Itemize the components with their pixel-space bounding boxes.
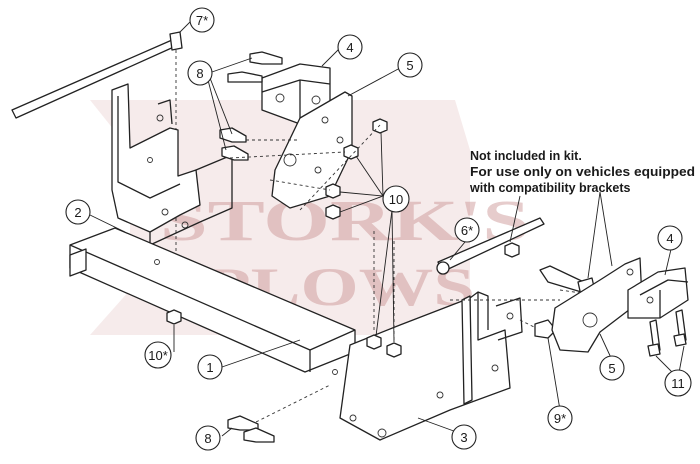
callout-11: 11	[664, 369, 692, 397]
callout-2-label: 2	[74, 205, 81, 220]
note-line-1: Not included in kit.	[470, 149, 582, 163]
callout-5-top-label: 5	[406, 58, 413, 73]
part-3-right-bracket	[339, 291, 523, 441]
callout-2: 2	[65, 199, 91, 225]
callout-5-top: 5	[397, 52, 423, 78]
callout-1: 1	[197, 354, 223, 380]
part-11-bolts	[647, 309, 687, 357]
callout-4-right-label: 4	[666, 231, 673, 246]
callout-9-label: 9*	[554, 411, 566, 426]
part-10-nuts	[166, 118, 520, 358]
callout-8-bottom: 8	[195, 425, 221, 451]
callout-3-label: 3	[460, 430, 467, 445]
callout-8-top: 8	[187, 60, 213, 86]
callout-3: 3	[451, 424, 477, 450]
callout-7: 7*	[189, 7, 215, 33]
part-5-right-plate	[551, 257, 643, 353]
part-6-rod	[436, 217, 545, 275]
callout-8-bottom-label: 8	[204, 431, 211, 446]
callout-1-label: 1	[206, 360, 213, 375]
callout-10-bottom-label: 10*	[148, 348, 168, 363]
callout-11-label: 11	[671, 376, 685, 391]
callout-6-label: 6*	[461, 223, 473, 238]
callout-5-right: 5	[599, 355, 625, 381]
compatibility-note: Not included in kit. For use only on veh…	[469, 149, 695, 195]
part-9-bolt	[534, 319, 557, 339]
part-8-top-bolts	[219, 51, 283, 161]
alignment-lines	[229, 124, 631, 431]
callout-10-bottom: 10*	[144, 341, 172, 369]
callout-4-top: 4	[337, 34, 363, 60]
callout-4-top-label: 4	[346, 40, 353, 55]
note-line-3: with compatibility brackets	[469, 181, 631, 195]
part-4-right-bracket	[627, 267, 689, 319]
callout-5-right-label: 5	[608, 361, 615, 376]
note-line-2: For use only on vehicles equipped	[470, 165, 695, 179]
part-8-bottom-bolts	[227, 415, 275, 443]
callout-7-label: 7*	[196, 13, 208, 28]
callout-9: 9*	[547, 405, 573, 431]
callout-4-right: 4	[657, 225, 683, 251]
callout-10-top-label: 10	[389, 192, 403, 207]
callout-10-top: 10	[382, 185, 410, 213]
part-4-top-bracket	[261, 63, 331, 125]
callout-8-top-label: 8	[196, 66, 203, 81]
callout-6: 6*	[454, 217, 480, 243]
